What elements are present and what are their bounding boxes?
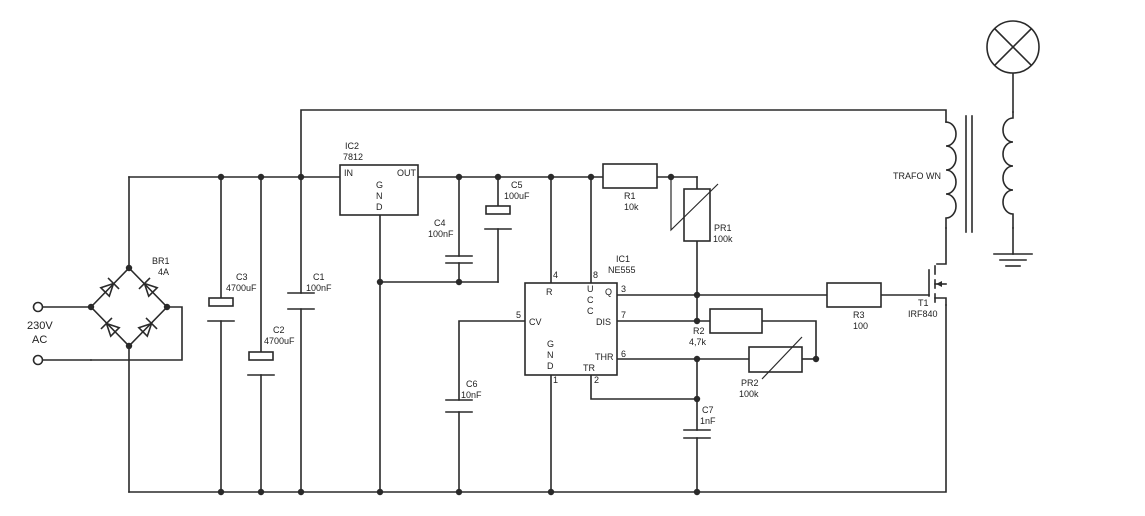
capacitor-c1: C1 100nF	[287, 272, 332, 310]
transformer-label: TRAFO WN	[893, 171, 941, 181]
c6-ref: C6	[466, 379, 478, 389]
ic2-gnd-d: D	[376, 202, 383, 212]
ic2-ref: IC2	[345, 141, 359, 151]
ic2-gnd-g: G	[376, 180, 383, 190]
ic1-pin-q: Q	[605, 287, 612, 297]
ic1-ucc-c1: C	[587, 295, 594, 305]
r1-value: 10k	[624, 202, 639, 212]
c3-ref: C3	[236, 272, 248, 282]
ic1-ucc-u: U	[587, 284, 594, 294]
c5-value: 100uF	[504, 191, 530, 201]
transformer-icon: TRAFO WN	[893, 111, 1014, 233]
t1-ref: T1	[918, 298, 929, 308]
potentiometer-pr2: PR2 100k	[739, 336, 803, 399]
ic2-pin-in: IN	[344, 168, 353, 178]
c7-ref: C7	[702, 405, 714, 415]
ac-input: 230V AC	[27, 301, 53, 366]
br1-ref: BR1	[152, 256, 170, 266]
ic1-pinnum-6: 6	[621, 349, 626, 359]
ac-type-label: AC	[32, 334, 47, 346]
diode-icon	[137, 317, 158, 338]
ic2-part: 7812	[343, 152, 363, 162]
capacitor-c5: C5 100uF	[484, 180, 530, 230]
ac-terminal-top	[32, 301, 44, 313]
ic1-pinnum-4: 4	[553, 270, 558, 280]
c2-value: 4700uF	[264, 336, 295, 346]
ic1-pin-thr: THR	[595, 352, 614, 362]
r3-value: 100	[853, 321, 868, 331]
ic2-gnd-n: N	[376, 191, 383, 201]
mosfet-icon: T1 IRF840	[908, 265, 947, 319]
c2-ref: C2	[273, 325, 285, 335]
ic1-ucc-c2: C	[587, 306, 594, 316]
r1-ref: R1	[624, 191, 636, 201]
ic1-part: NE555	[608, 265, 636, 275]
timer-ic1: IC1 NE555 R CV Q DIS THR TR U C C G N D …	[516, 254, 636, 385]
ic1-pinnum-5: 5	[516, 310, 521, 320]
r2-value: 4,7k	[689, 337, 707, 347]
ground-icon	[993, 253, 1033, 267]
bridge-rectifier: BR1 4A	[89, 256, 170, 348]
c7-value: 1nF	[700, 416, 716, 426]
pr1-ref: PR1	[714, 223, 732, 233]
c6-value: 10nF	[461, 390, 482, 400]
ic1-pinnum-7: 7	[621, 310, 626, 320]
pr2-value: 100k	[739, 389, 759, 399]
pr1-value: 100k	[713, 234, 733, 244]
ic2-pin-out: OUT	[397, 168, 417, 178]
r3-ref: R3	[853, 310, 865, 320]
capacitor-c2: C2 4700uF	[247, 325, 295, 376]
regulator-ic2: IC2 7812 IN OUT G N D	[339, 141, 419, 216]
capacitor-c4: C4 100nF	[428, 218, 473, 264]
diode-icon	[100, 317, 121, 338]
ic1-ref: IC1	[616, 254, 630, 264]
ic1-gnd-d: D	[547, 361, 554, 371]
diode-icon	[138, 277, 159, 298]
ic1-pin-cv: CV	[529, 317, 542, 327]
ic1-pin-r: R	[546, 287, 553, 297]
ic1-gnd-g: G	[547, 339, 554, 349]
resistor-r2: R2 4,7k	[689, 308, 763, 347]
junctions	[87, 173, 820, 496]
resistor-r1: R1 10k	[602, 163, 658, 212]
c4-ref: C4	[434, 218, 446, 228]
capacitor-c6: C6 10nF	[445, 379, 482, 413]
c3-value: 4700uF	[226, 283, 257, 293]
r2-ref: R2	[693, 326, 705, 336]
c5-ref: C5	[511, 180, 523, 190]
diode-icon	[99, 277, 120, 298]
resistor-r3: R3 100	[826, 282, 882, 331]
ac-voltage-label: 230V	[27, 320, 53, 332]
ic1-gnd-n: N	[547, 350, 554, 360]
ic1-pin-dis: DIS	[596, 317, 611, 327]
potentiometer-pr1: PR1 100k	[670, 177, 733, 244]
lamp-icon	[986, 20, 1040, 74]
br1-value: 4A	[158, 267, 169, 277]
capacitor-c3: C3 4700uF	[207, 272, 257, 322]
ic1-pin-tr: TR	[583, 363, 595, 373]
ac-terminal-bottom	[32, 354, 44, 366]
pr2-ref: PR2	[741, 378, 759, 388]
ic1-pinnum-8: 8	[593, 270, 598, 280]
c1-ref: C1	[313, 272, 325, 282]
wires	[42, 72, 1014, 493]
c1-value: 100nF	[306, 283, 332, 293]
ic1-pinnum-3: 3	[621, 284, 626, 294]
ic1-pinnum-1: 1	[553, 375, 558, 385]
ic1-pinnum-2: 2	[594, 375, 599, 385]
c4-value: 100nF	[428, 229, 454, 239]
t1-part: IRF840	[908, 309, 938, 319]
capacitor-c7: C7 1nF	[683, 405, 716, 439]
